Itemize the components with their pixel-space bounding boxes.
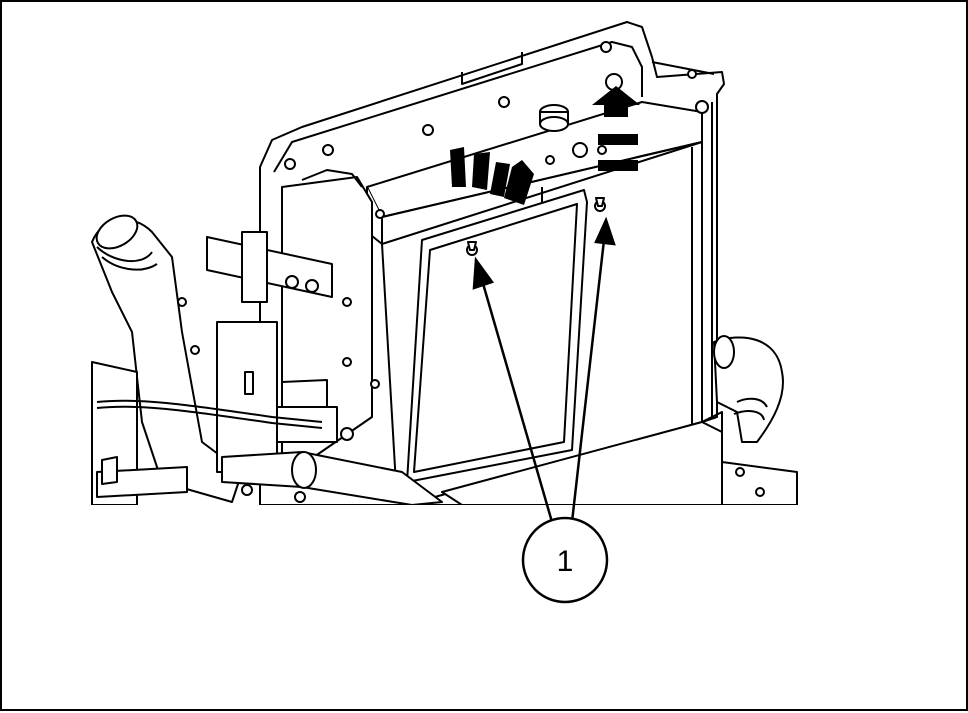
wing-screw-left — [466, 241, 478, 256]
lower-bracket — [216, 321, 278, 473]
overflow-tube — [96, 399, 323, 423]
wing-screw-right — [594, 197, 606, 212]
machine-drawing — [91, 21, 798, 505]
lift-up-arrow-icon — [592, 86, 640, 171]
callout-circle — [521, 516, 609, 604]
callout-1: 1 — [521, 516, 609, 604]
frame-bolts — [284, 41, 709, 219]
radiator-cap — [539, 104, 569, 132]
callout-leaders — [472, 216, 616, 523]
lower-hose — [221, 451, 443, 505]
curved-motion-arrow-icon — [450, 147, 534, 205]
mounting-plate — [206, 236, 333, 298]
right-pedestal — [721, 461, 798, 505]
callout-number: 1 — [557, 545, 574, 578]
